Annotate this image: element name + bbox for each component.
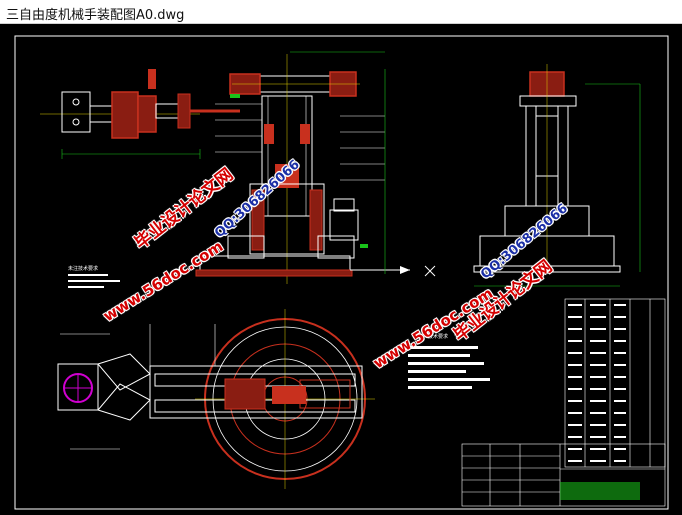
window-title: 三自由度机械手装配图A0.dwg: [6, 8, 185, 23]
tech-requirements: 技术要求: [408, 333, 490, 389]
side-view-small: [40, 69, 240, 159]
crosshair-icon: [424, 265, 436, 277]
gripper-view: [57, 333, 151, 450]
parts-list-table: [564, 298, 666, 468]
front-section-view: [195, 51, 410, 284]
top-view-turntable: [149, 309, 375, 489]
parts-list-rows: [568, 304, 626, 462]
cad-drawing-canvas[interactable]: 未注技术要求 技术要求: [0, 24, 682, 515]
notes-block: 未注技术要求: [68, 265, 120, 288]
title-block-highlight: [560, 482, 640, 500]
notes-label: 未注技术要求: [68, 265, 98, 272]
tech-req-label: 技术要求: [428, 333, 448, 340]
title-block: [461, 443, 666, 507]
cad-drawing-svg: 未注技术要求 技术要求: [14, 35, 669, 510]
window-titlebar: 三自由度机械手装配图A0.dwg: [0, 0, 682, 24]
drawing-border: [14, 35, 669, 510]
right-side-view: [473, 64, 641, 287]
